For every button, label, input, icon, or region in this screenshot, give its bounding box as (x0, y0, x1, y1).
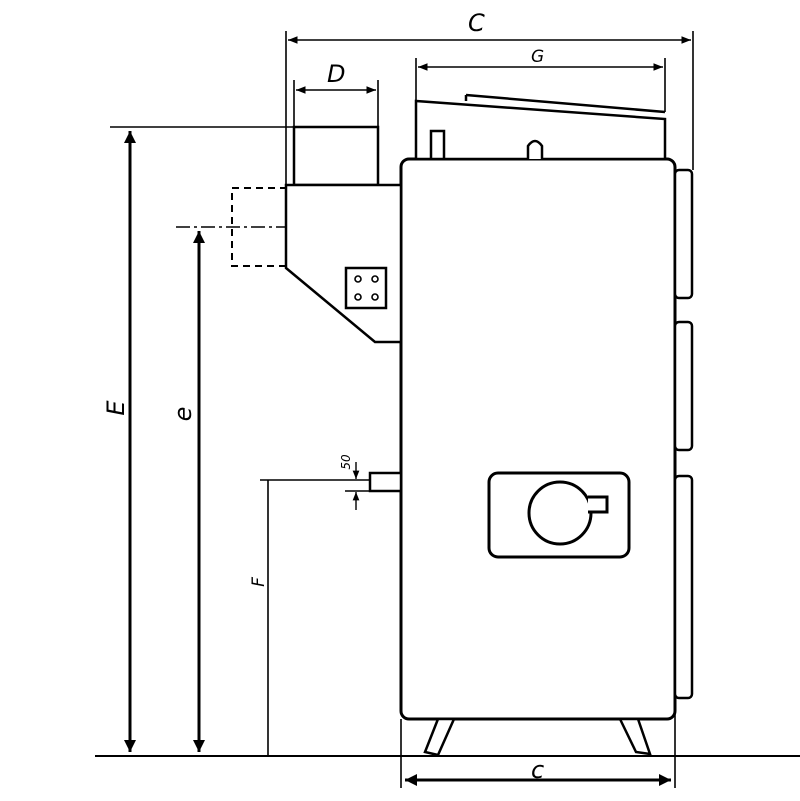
dimension-label-e: e (169, 407, 197, 422)
dimension-d (293, 80, 379, 127)
dimension-g (415, 58, 666, 112)
alt-flue-outlet (231, 187, 287, 267)
dimension-label-c: c (531, 756, 544, 784)
dimension-e-flue-height (176, 226, 286, 752)
dimension-e-total-height (110, 126, 294, 752)
dimension-f (260, 479, 370, 756)
flue-box (284, 125, 403, 344)
dimension-label-F: F (249, 577, 269, 587)
top-fittings (429, 129, 544, 161)
top-cover (414, 93, 667, 161)
dimension-c-lower (400, 700, 676, 788)
boiler-body (399, 157, 677, 721)
dimension-label-C: C (468, 9, 485, 37)
dimension-50 (345, 462, 370, 510)
dimension-c-upper (285, 31, 694, 185)
dimension-label-50: 50 (339, 454, 353, 470)
dimension-label-G: G (531, 47, 544, 67)
burner-port (487, 471, 631, 559)
front-doors (673, 168, 694, 700)
side-connection-pipe (368, 471, 403, 493)
dimension-label-D: D (327, 60, 345, 88)
inspection-plate (344, 266, 388, 310)
dimension-label-E: E (102, 400, 130, 416)
boiler-feet (423, 717, 652, 757)
